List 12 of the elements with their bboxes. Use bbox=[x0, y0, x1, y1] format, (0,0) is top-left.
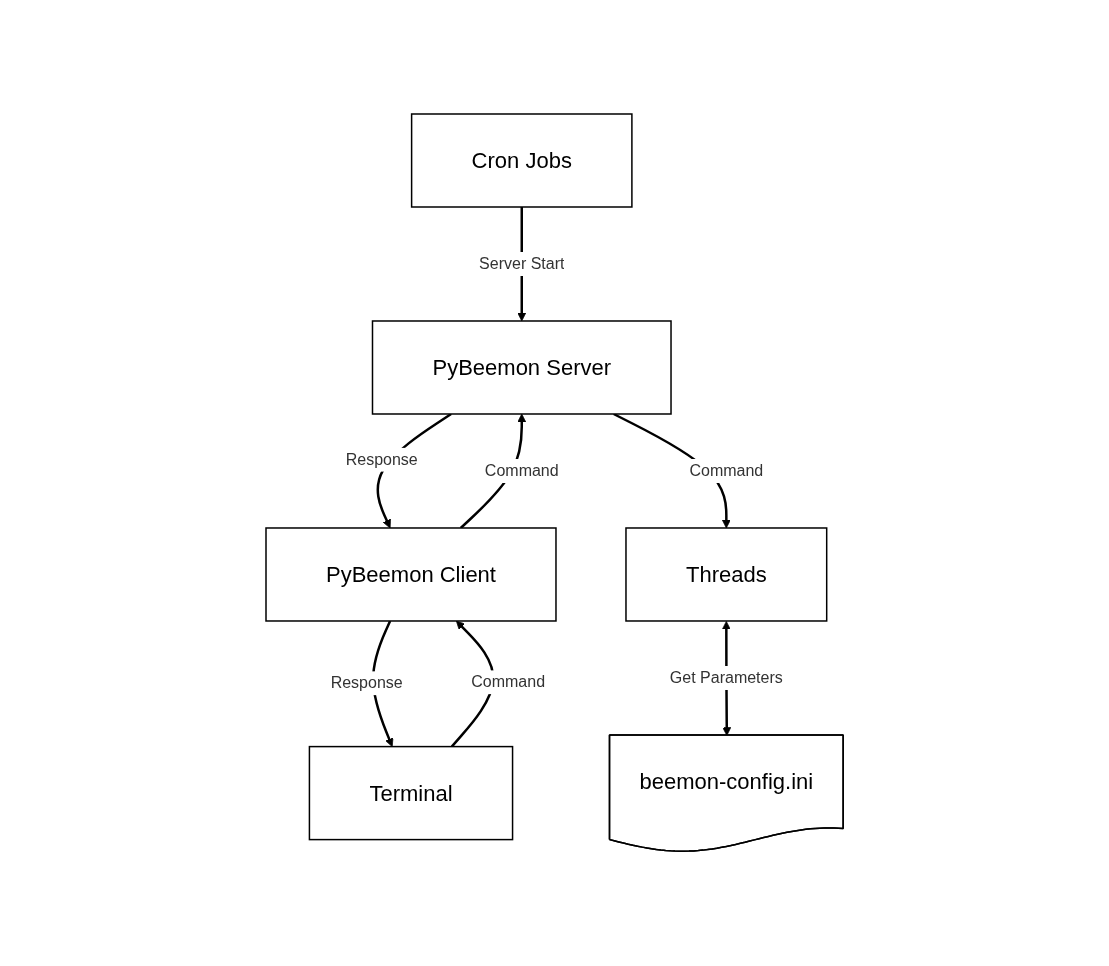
node-box: Threads bbox=[625, 527, 828, 623]
edge-label: Response bbox=[345, 451, 418, 469]
edge-label: Command bbox=[484, 462, 559, 480]
edge-label: Server Start bbox=[478, 255, 565, 273]
node-box: PyBeemon Client bbox=[265, 527, 557, 623]
edge-label: Command bbox=[471, 673, 545, 691]
node-box: Cron Jobs bbox=[410, 113, 633, 209]
edge-label: Get Parameters bbox=[669, 669, 783, 687]
node-box: PyBeemon Server bbox=[371, 320, 672, 416]
edge-label: Command bbox=[689, 462, 764, 480]
node-box: Terminal bbox=[308, 746, 514, 841]
edge-label: Response bbox=[330, 674, 403, 692]
